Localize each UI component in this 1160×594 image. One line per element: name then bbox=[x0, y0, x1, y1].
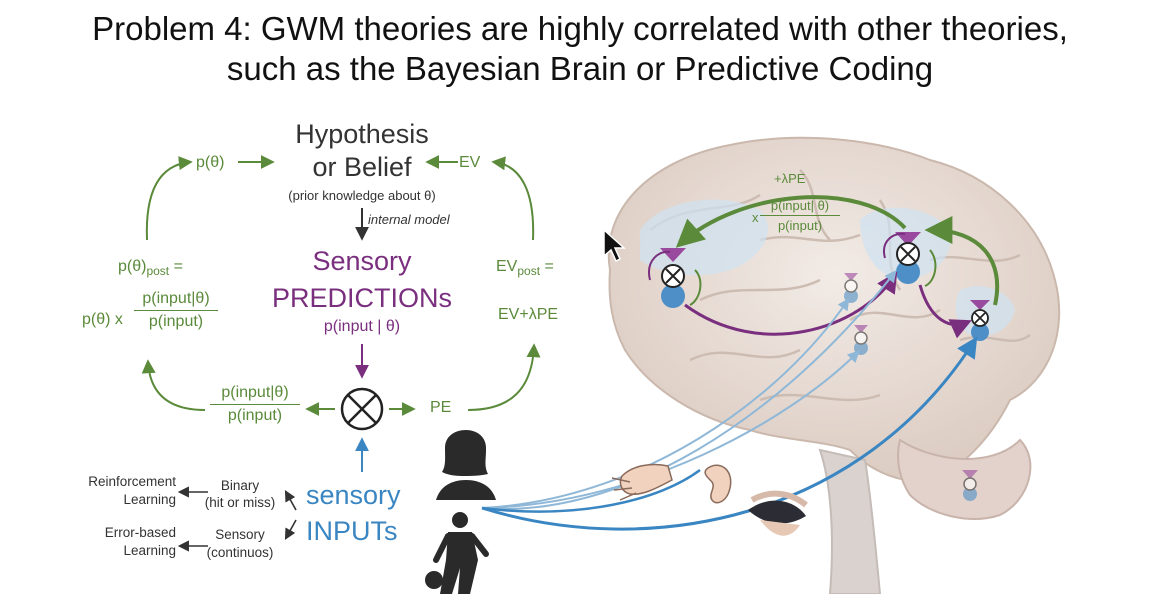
neuron-node-1 bbox=[648, 248, 702, 308]
bayes-fraction-numerator: p(input|θ) bbox=[134, 290, 218, 311]
brain-feedback-arrow-green bbox=[675, 195, 907, 248]
woman-silhouette-icon bbox=[436, 430, 496, 500]
brain-fraction: p(input| θ) p(input) bbox=[760, 198, 840, 233]
reinforcement-label-1: Reinforcement bbox=[88, 474, 176, 489]
prior-note: (prior knowledge about θ) bbox=[288, 188, 436, 203]
likelihood-numerator: p(input|θ) bbox=[210, 384, 300, 405]
bayes-fraction-denominator: p(input) bbox=[148, 313, 204, 330]
sensory-inputs-label-1: sensory bbox=[306, 480, 401, 510]
ev-post-label: EVpost = bbox=[496, 258, 554, 279]
binary-label-2: (hit or miss) bbox=[204, 495, 276, 510]
sensory-continuous-label-2: (continuos) bbox=[206, 545, 274, 560]
mouse-cursor-icon bbox=[603, 228, 626, 263]
brain-feedback-arrow-green-2 bbox=[924, 216, 1000, 306]
brain-fraction-numerator: p(input| θ) bbox=[760, 198, 840, 216]
basketball-player-icon bbox=[425, 512, 489, 594]
brain-times-label: x bbox=[752, 210, 759, 225]
bayes-fraction: p(input|θ) p(input) bbox=[134, 290, 218, 331]
input-arrow-1 bbox=[481, 270, 897, 510]
ev-update-label: EV+λPE bbox=[498, 306, 559, 323]
input-arrow-main bbox=[481, 336, 978, 531]
binary-label-1: Binary bbox=[220, 478, 260, 493]
lambda-pe-label: +λPE bbox=[774, 171, 806, 186]
internal-model-label: internal model bbox=[368, 212, 450, 227]
pe-label: PE bbox=[430, 399, 452, 416]
cerebellum-shape bbox=[897, 438, 1032, 520]
neuron-node-small-1 bbox=[844, 273, 858, 303]
sensory-inputs-label-2: INPUTs bbox=[306, 516, 398, 546]
input-arrow-2 bbox=[481, 350, 860, 509]
likelihood-denominator: p(input) bbox=[227, 407, 283, 424]
hypothesis-label: Hypothesis bbox=[295, 119, 429, 149]
eye-icon bbox=[748, 490, 808, 536]
neuron-node-cerebellum bbox=[962, 470, 978, 501]
brain-fraction-denominator: p(input) bbox=[777, 218, 823, 233]
sensory-predictions-label-2: PREDICTIONs bbox=[271, 283, 452, 313]
p-theta-times: p(θ) x bbox=[82, 311, 123, 328]
likelihood-fraction: p(input|θ) p(input) bbox=[210, 384, 300, 425]
sensory-predictions-label-1: Sensory bbox=[312, 246, 412, 276]
input-arrow-3 bbox=[481, 298, 850, 509]
brain-forward-arrow-purple bbox=[684, 271, 898, 336]
ear-icon bbox=[704, 464, 732, 504]
p-input-theta-label: p(input | θ) bbox=[323, 318, 401, 335]
neuron-node-3 bbox=[970, 300, 990, 341]
reinforcement-label-2: Learning bbox=[123, 492, 176, 507]
p-theta-label: p(θ) bbox=[196, 154, 225, 171]
neuron-node-2 bbox=[883, 232, 937, 287]
hand-icon bbox=[611, 463, 673, 501]
belief-label: or Belief bbox=[312, 152, 412, 182]
slide-title-line1: Problem 4: GWM theories are highly corre… bbox=[92, 10, 1068, 47]
comparator-node bbox=[340, 387, 384, 431]
ev-label: EV bbox=[459, 154, 481, 171]
input-arrow-hand bbox=[481, 468, 701, 513]
sensory-continuous-label-1: Sensory bbox=[215, 527, 265, 542]
p-theta-post-label: p(θ)post = bbox=[118, 258, 183, 279]
error-based-label-1: Error-based bbox=[104, 525, 176, 540]
slide-title-line2: such as the Bayesian Brain or Predictive… bbox=[226, 50, 934, 87]
error-based-label-2: Learning bbox=[123, 543, 176, 558]
brain-forward-arrow-purple-2 bbox=[918, 284, 972, 339]
cycle-arrows bbox=[141, 155, 541, 552]
brainstem-shape bbox=[818, 448, 882, 594]
